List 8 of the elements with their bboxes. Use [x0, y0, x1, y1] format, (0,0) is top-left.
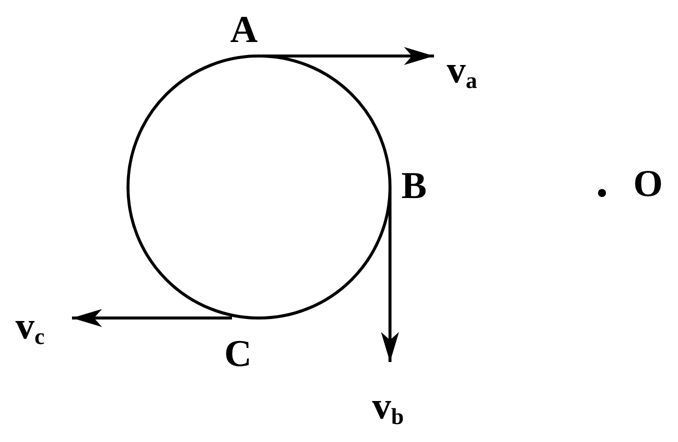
circle [126, 54, 392, 320]
point-label: v$_{a}$ [446, 51, 478, 93]
point-label: v$_{c}$ [15, 307, 45, 349]
point-label: v$_{b}$ [372, 387, 404, 429]
point-label: O [633, 165, 663, 203]
point-label: B [401, 167, 427, 205]
point-label: C [224, 335, 252, 373]
point-label: A [230, 11, 258, 49]
